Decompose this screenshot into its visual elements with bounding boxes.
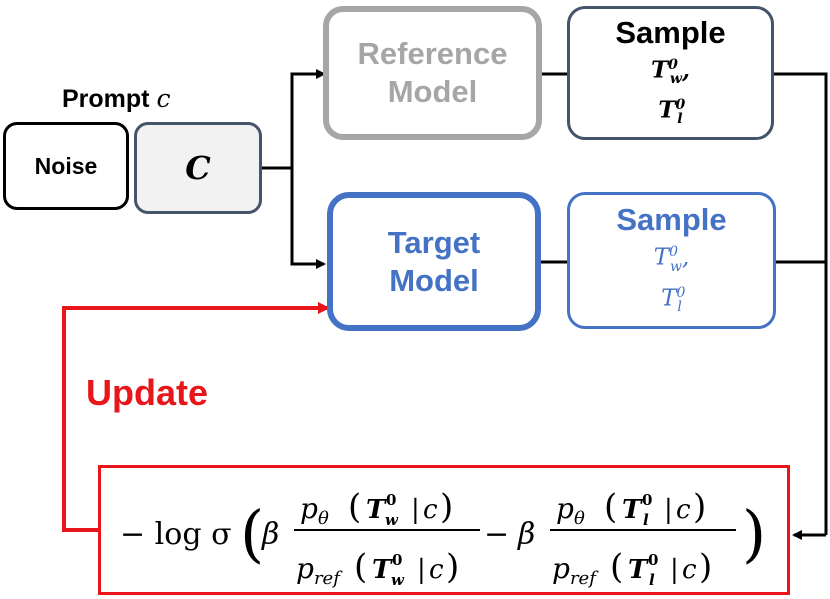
sample-ref-box: Sample T0w, T0l bbox=[567, 6, 774, 140]
svg-text:): ) bbox=[693, 487, 706, 527]
fraction-2-denominator: pref ( T 0 l | c ) bbox=[552, 547, 712, 589]
prompt-var: c bbox=[156, 84, 171, 113]
loss-beta-2: β bbox=[517, 517, 535, 552]
svg-text:c: c bbox=[676, 495, 691, 525]
svg-text:0: 0 bbox=[386, 491, 396, 509]
svg-text:T: T bbox=[372, 555, 393, 585]
sample-target-title: Sample bbox=[616, 202, 727, 238]
svg-text:): ) bbox=[699, 547, 712, 587]
svg-text:c: c bbox=[682, 555, 697, 585]
svg-text:T: T bbox=[366, 495, 387, 525]
svg-text:T: T bbox=[628, 555, 649, 585]
svg-text:c: c bbox=[423, 495, 438, 525]
svg-text:0: 0 bbox=[648, 551, 658, 569]
condition-label: C bbox=[185, 149, 211, 187]
loss-right-paren: ) bbox=[742, 497, 766, 570]
svg-text:|: | bbox=[670, 555, 679, 585]
svg-text:l: l bbox=[649, 571, 655, 589]
svg-text:w: w bbox=[385, 511, 399, 529]
reference-model-line2: Model bbox=[387, 74, 478, 109]
svg-text:0: 0 bbox=[392, 551, 402, 569]
reference-model-line1: Reference bbox=[357, 36, 508, 71]
svg-text:c: c bbox=[429, 555, 444, 585]
reference-model-box: Reference Model bbox=[323, 6, 542, 140]
svg-text:(: ( bbox=[610, 547, 623, 587]
svg-text:): ) bbox=[440, 487, 453, 527]
target-model-line2: Model bbox=[389, 262, 479, 298]
fraction-1-denominator: pref ( T 0 w | c ) bbox=[296, 547, 459, 589]
loss-box bbox=[98, 465, 790, 595]
fraction-2-numerator: pθ ( T 0 l | c ) bbox=[556, 487, 706, 529]
branch-connector bbox=[262, 69, 326, 170]
svg-text:w: w bbox=[391, 571, 405, 589]
svg-text:): ) bbox=[446, 547, 459, 587]
update-arrow bbox=[62, 302, 330, 532]
svg-text:(: ( bbox=[604, 487, 617, 527]
svg-text:|: | bbox=[411, 495, 420, 525]
branch-connector-target bbox=[290, 168, 326, 269]
target-model-line1: Target bbox=[387, 224, 481, 260]
svg-text:(: ( bbox=[348, 487, 361, 527]
svg-text:0: 0 bbox=[642, 491, 652, 509]
target-model-box: Target Model bbox=[327, 192, 541, 331]
sample-ref-title: Sample bbox=[615, 14, 726, 50]
sample-target-math: T0w, T0l bbox=[653, 244, 690, 315]
svg-text:|: | bbox=[664, 495, 673, 525]
sample-target-box: Sample T0w, T0l bbox=[567, 192, 776, 329]
sample-ref-to-loss bbox=[774, 72, 828, 535]
svg-text:pθ: pθ bbox=[300, 492, 329, 529]
svg-text:|: | bbox=[417, 555, 426, 585]
loss-beta-1: β bbox=[261, 517, 279, 552]
update-label: Update bbox=[86, 372, 209, 413]
noise-label: Noise bbox=[34, 152, 98, 179]
svg-text:(: ( bbox=[354, 547, 367, 587]
svg-text:pθ: pθ bbox=[556, 492, 585, 529]
svg-text:pref: pref bbox=[296, 552, 343, 589]
loss-prefix: − log σ bbox=[120, 517, 232, 552]
prompt-text: Prompt bbox=[62, 85, 150, 113]
loss-left-paren: ( bbox=[240, 497, 264, 570]
svg-text:pref: pref bbox=[552, 552, 599, 589]
sample-ref-math: T0w, T0l bbox=[651, 56, 690, 128]
fraction-1-numerator: pθ ( T 0 w | c ) bbox=[300, 487, 453, 529]
noise-box: Noise bbox=[3, 122, 129, 210]
loss-minus: − bbox=[484, 517, 509, 552]
svg-text:l: l bbox=[643, 511, 649, 529]
condition-box: C bbox=[134, 122, 262, 214]
prompt-label: Prompt c bbox=[62, 84, 170, 114]
svg-text:T: T bbox=[622, 495, 643, 525]
